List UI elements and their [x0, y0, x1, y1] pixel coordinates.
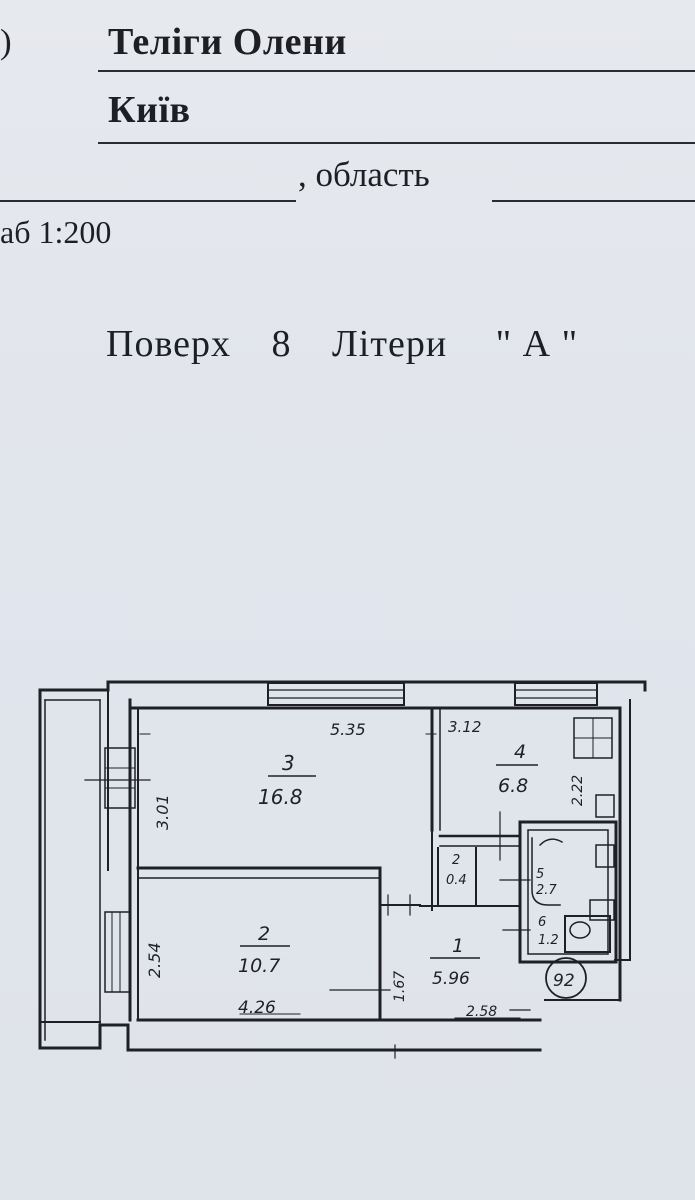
floor-plan-drawing: 5.35 3.12 3 16.8 4 6.8 2 10.7 1 5.96 2 0…: [38, 680, 647, 1059]
room-bath-area: 2.7: [536, 883, 557, 898]
scale-text: аб 1:200: [0, 214, 112, 250]
room-bath-number: 5: [536, 867, 544, 882]
district-underline: [0, 200, 296, 202]
city-underline: [98, 142, 695, 144]
apartment-number-badge: 92: [553, 971, 575, 991]
dim-room1-height: 1.67: [392, 971, 408, 1002]
room-2-number: 2: [258, 923, 270, 945]
room-6-area: 1.2: [538, 933, 559, 948]
room-6-number: 6: [538, 915, 546, 930]
floor-label: Поверх: [106, 323, 232, 365]
dim-room4-width: 3.12: [448, 718, 481, 736]
dim-room3-height: 3.01: [153, 794, 172, 830]
room-2-area: 10.7: [238, 955, 280, 977]
dim-room2-width: 4.26: [238, 998, 276, 1018]
dim-room2-height: 2.54: [145, 942, 164, 978]
room-3-number: 3: [282, 751, 295, 775]
room-wc-area: 0.4: [446, 873, 467, 888]
dim-room4-height: 2.22: [570, 775, 586, 806]
room-3-area: 16.8: [258, 785, 303, 809]
region-suffix: , область: [298, 155, 430, 194]
dim-room1-width: 2.58: [466, 1004, 497, 1020]
room-4-area: 6.8: [498, 775, 528, 797]
letter-label: Літери: [332, 323, 448, 365]
room-1-area: 5.96: [432, 969, 470, 989]
region-underline: [492, 200, 695, 202]
room-wc-number: 2: [452, 853, 460, 868]
city-name: Київ: [108, 89, 191, 131]
left-fragment-text: ): [0, 22, 12, 61]
floor-info: Поверх 8 Літери " А ": [106, 322, 578, 366]
owner-name: Теліги Олени: [108, 21, 347, 63]
room-4-number: 4: [514, 741, 526, 763]
dim-room3-width: 5.35: [330, 720, 366, 739]
owner-name-underline: [98, 70, 695, 72]
room-1-number: 1: [452, 935, 464, 957]
floor-number: 8: [271, 323, 292, 365]
letter-value: " А ": [495, 323, 579, 365]
